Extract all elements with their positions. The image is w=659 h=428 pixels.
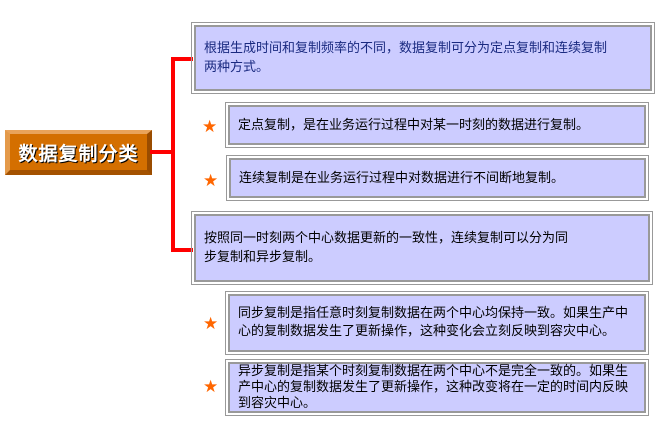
leaf-text: 定点复制，是在业务运行过程中对某一时刻的数据进行复制。 xyxy=(238,117,590,133)
connector-line xyxy=(171,57,193,61)
root-node: 数据复制分类 xyxy=(5,130,152,175)
star-icon: ★ xyxy=(203,314,219,334)
leaf-text: 异步复制是指某个时刻复制数据在两个中心不是完全一致的。如果生产中心的复制数据发生… xyxy=(238,363,629,411)
branch-text: 按照同一时刻两个中心数据更新的一致性，连续复制可以分为同步复制和异步复制。 xyxy=(204,231,569,265)
branch-node-timing: 根据生成时间和复制频率的不同，数据复制可分为定点复制和连续复制两种方式。 xyxy=(191,22,655,94)
star-icon: ★ xyxy=(203,377,219,397)
star-icon: ★ xyxy=(203,171,219,191)
leaf-node: 定点复制，是在业务运行过程中对某一时刻的数据进行复制。 xyxy=(225,102,649,148)
leaf-text: 连续复制是在业务运行过程中对数据进行不间断地复制。 xyxy=(239,170,565,186)
branch-node-consistency: 按照同一时刻两个中心数据更新的一致性，连续复制可以分为同步复制和异步复制。 xyxy=(191,211,653,285)
connector-line xyxy=(150,150,174,154)
leaf-node: 异步复制是指某个时刻复制数据在两个中心不是完全一致的。如果生产中心的复制数据发生… xyxy=(225,359,649,416)
leaf-node: 同步复制是指任意时刻复制数据在两个中心均保持一致。如果生产中心的复制数据发生了更… xyxy=(225,291,649,355)
connector-line xyxy=(171,57,175,252)
branch-text: 根据生成时间和复制频率的不同，数据复制可分为定点复制和连续复制两种方式。 xyxy=(204,41,608,75)
connector-line xyxy=(171,248,193,252)
star-icon: ★ xyxy=(202,117,218,137)
leaf-text: 同步复制是指任意时刻复制数据在两个中心均保持一致。如果生产中心的复制数据发生了更… xyxy=(238,306,629,339)
leaf-node: 连续复制是在业务运行过程中对数据进行不间断地复制。 xyxy=(226,155,649,201)
